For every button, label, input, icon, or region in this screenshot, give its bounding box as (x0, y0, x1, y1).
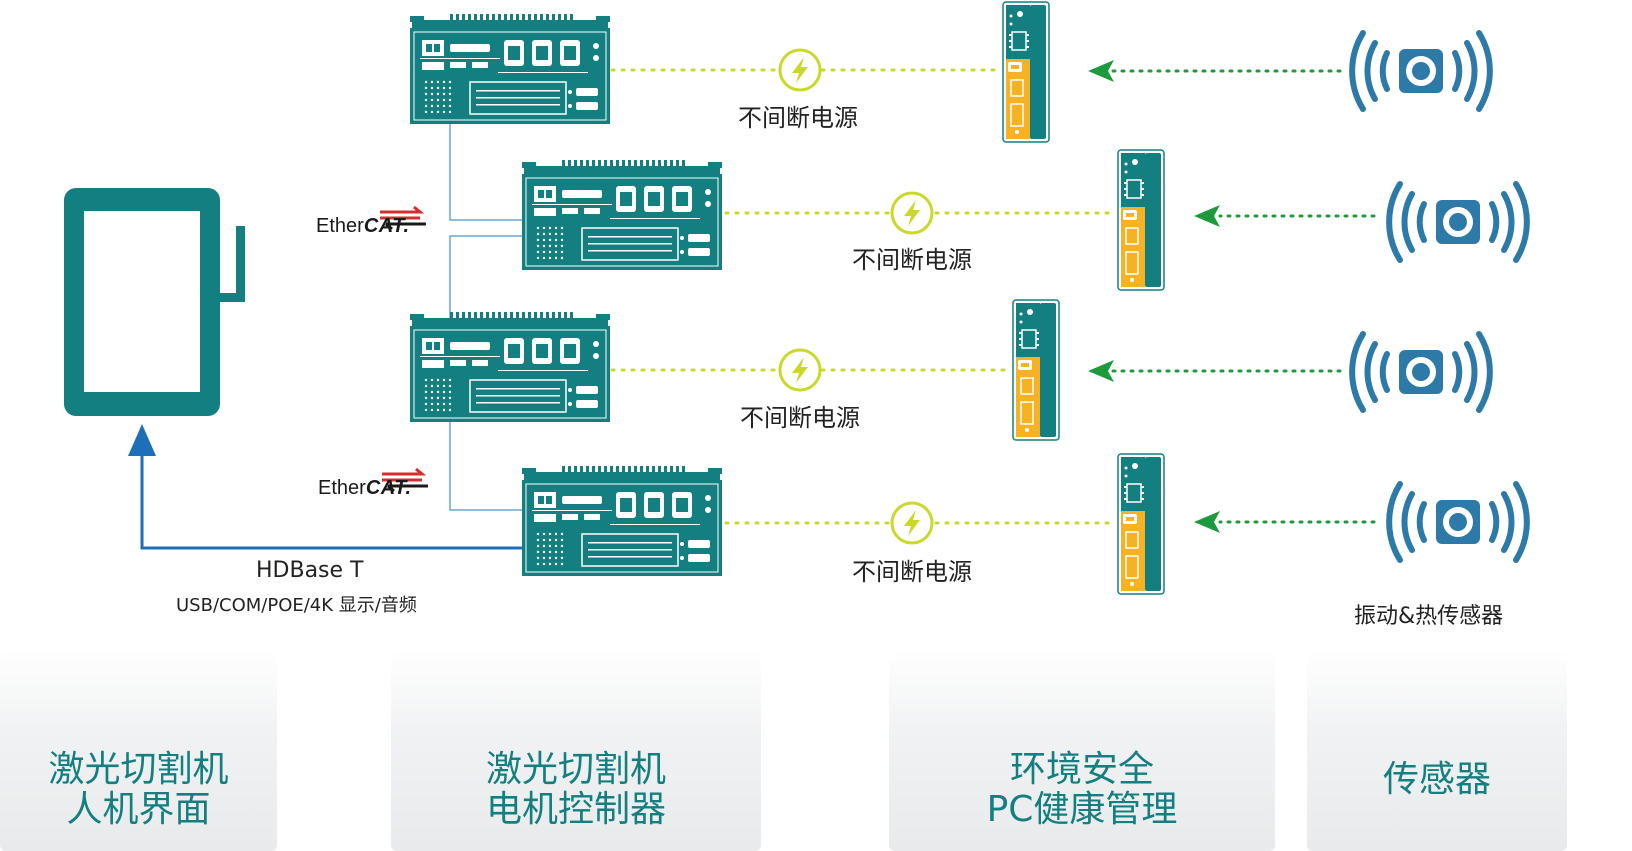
ethercat-arrow-icon (380, 205, 426, 231)
hdbase-title: HDBase T (256, 558, 364, 583)
hdbase-connection (128, 424, 522, 550)
health-module-icon (1117, 149, 1165, 291)
panel-sensors: 传感器 (1307, 650, 1567, 851)
ups-label: 不间断电源 (738, 104, 858, 132)
industrial-pc-icon (521, 465, 723, 577)
panel-motor-controller: 激光切割机电机控制器 (391, 650, 761, 851)
industrial-pc-icon (409, 13, 611, 125)
vibration-sensor-icon (1389, 484, 1527, 560)
panel-motor-controller-label: 激光切割机电机控制器 (485, 749, 666, 830)
ethercat-logo: EtherCAT. (318, 477, 412, 500)
tablet-icon (64, 188, 245, 416)
ethercat-suffix: CAT. (365, 477, 412, 499)
ups-lightning-icon (890, 191, 934, 235)
vibration-sensor-icon (1352, 334, 1490, 410)
panel-sensors-label: 传感器 (1382, 759, 1491, 800)
industrial-pc-icon (521, 159, 723, 271)
panel-hmi: 激光切割机人机界面 (0, 650, 277, 851)
ups-label: 不间断电源 (852, 558, 972, 586)
ups-lightning-icon (778, 348, 822, 392)
vibration-sensor-icon (1389, 184, 1527, 260)
ethercat-arrow-icon (382, 467, 428, 493)
health-module-icon (1002, 1, 1050, 143)
ethercat-logo: EtherCAT. (316, 215, 410, 238)
ups-lightning-icon (778, 48, 822, 92)
hdbase-subtitle: USB/COM/POE/4K 显示/音频 (176, 595, 417, 616)
industrial-pc-icon (409, 311, 611, 423)
ethercat-suffix: CAT. (363, 215, 410, 237)
health-module-icon (1117, 453, 1165, 595)
ups-label: 不间断电源 (852, 246, 972, 274)
ethercat-chain (449, 122, 522, 511)
health-module-icon (1012, 299, 1060, 441)
ethercat-prefix: Ether (318, 477, 366, 499)
vibration-sensor-icon (1352, 33, 1490, 109)
ups-label: 不间断电源 (740, 404, 860, 432)
panel-hmi-label: 激光切割机人机界面 (48, 749, 229, 830)
sensor-arrows (1088, 60, 1376, 533)
ups-lightning-icon (890, 501, 934, 545)
ethercat-prefix: Ether (316, 215, 364, 237)
sensor-label: 振动&热传感器 (1354, 604, 1504, 629)
